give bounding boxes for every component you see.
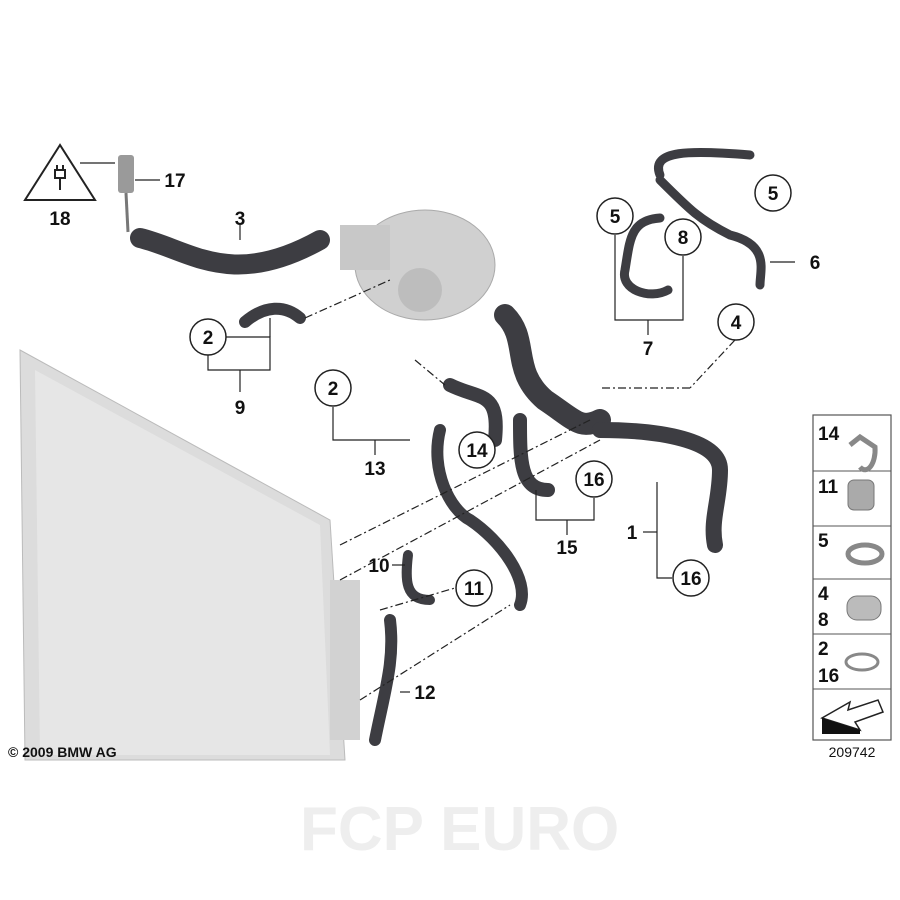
warning-triangle-icon [23,143,97,201]
callout-17: 17 [164,171,185,192]
image-number: 209742 [829,744,876,760]
callout-15: 15 [556,538,578,559]
callout-8: 8 [664,218,702,256]
callout-3: 3 [235,209,246,230]
band-clamp-icon [846,595,882,621]
callout-13: 13 [364,459,385,480]
radiator [19,349,360,761]
svg-text:8: 8 [678,228,689,249]
callout-1: 1 [627,523,638,544]
svg-text:11: 11 [818,477,839,498]
svg-text:2: 2 [203,328,214,349]
callout-9: 9 [235,398,246,419]
svg-text:5: 5 [818,531,829,552]
legend-row-2-16: 216 [818,639,880,687]
hose-3 [130,228,330,275]
callout-7: 7 [643,339,654,360]
callout-18: 18 [49,209,70,230]
svg-text:5: 5 [610,207,621,228]
hoses [130,147,766,746]
svg-text:2: 2 [328,379,339,400]
watermark: FCP EURO [300,795,619,864]
view-direction-arrow-icon [820,699,884,734]
legend-row-5: 5 [818,531,885,566]
svg-text:14: 14 [818,424,840,445]
legend-row-4-8: 48 [818,584,882,631]
water-pump [340,209,496,321]
callout-16-right: 16 [672,559,710,597]
callout-6: 6 [810,253,821,274]
callout-14: 14 [458,431,496,469]
hose-2-upper [239,302,306,328]
hose-1 [592,422,729,553]
hose-6 [655,175,766,290]
legend-row-14: 14 [818,424,878,473]
callout-11: 11 [455,569,493,607]
svg-text:16: 16 [680,569,701,590]
hose-10 [401,550,435,605]
svg-text:11: 11 [464,579,485,600]
svg-text:14: 14 [466,441,488,462]
temperature-sensor [118,155,134,233]
svg-text:4: 4 [731,313,742,334]
hose-12 [369,614,398,746]
svg-text:4: 4 [818,584,829,605]
circled-callouts: 2 5 5 8 4 2 14 16 11 16 [189,174,792,607]
hose-7 [620,213,673,299]
callout-5-mid: 5 [596,197,634,235]
clip-icon [848,433,878,473]
callout-16-mid: 16 [575,460,613,498]
callout-4: 4 [717,303,755,341]
svg-text:2: 2 [818,639,829,660]
spring-clamp-icon [844,652,880,672]
hose-main [494,304,611,435]
svg-text:16: 16 [583,470,604,491]
plain-callouts: 17 18 3 6 9 7 13 15 1 10 12 [49,171,820,704]
svg-text:16: 16 [818,666,839,687]
copyright: © 2009 BMW AG [8,744,117,760]
svg-text:5: 5 [768,184,779,205]
quick-connector-icon [847,479,875,511]
hose-13 [431,424,528,611]
callout-2-upper: 2 [189,318,227,356]
clamp-legend [812,414,892,741]
hose-14 [443,378,503,447]
svg-text:8: 8 [818,610,829,631]
legend-row-11: 11 [818,477,875,511]
callout-5-top: 5 [754,174,792,212]
callout-2-lower: 2 [314,369,352,407]
hose-clamp-icon [845,542,885,566]
hose-5-top [654,147,755,180]
leader-lines [80,162,795,701]
hose-15 [513,413,555,497]
callout-12: 12 [414,683,435,704]
callout-10: 10 [368,556,389,577]
